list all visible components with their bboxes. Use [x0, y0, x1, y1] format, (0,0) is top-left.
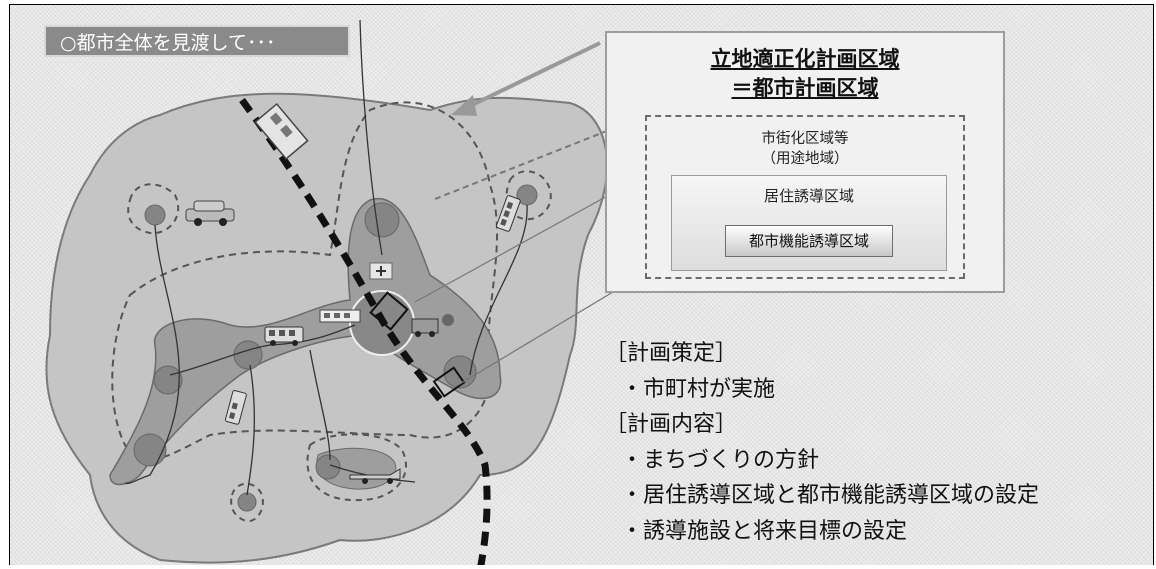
connector-arrow-head: [451, 95, 477, 116]
content-item: ・まちづくりの方針: [621, 447, 820, 473]
car-icon: [185, 200, 235, 226]
title-tag: ○都市全体を見渡して･･･: [44, 25, 350, 57]
transit-line: [469, 204, 528, 376]
train-icon: [349, 468, 401, 484]
urban-function-area-box: 都市機能誘導区域: [725, 225, 893, 257]
planning-area-subtitle: ＝都市計画区域: [731, 76, 879, 100]
core-circle: [153, 365, 183, 395]
transit-line: [124, 224, 180, 485]
core-circle: [233, 340, 263, 370]
bus-icon: [264, 326, 304, 346]
transit-line: [309, 349, 331, 461]
city-area-map: [45, 19, 679, 565]
truck-icon: [411, 318, 439, 337]
urbanization-area-box: 市街化区域等 （用途地域） 居住誘導区域 都市機能誘導区域: [645, 115, 965, 279]
plan-description: ［計画策定］ ・市町村が実施 ［計画内容］ ・まちづくりの方針 ・居住誘導区域と…: [605, 336, 1153, 549]
station-icon: [369, 291, 409, 331]
core-circle: [237, 492, 257, 512]
transit-line: [169, 324, 356, 376]
urbanization-area-label: 市街化区域等: [761, 131, 849, 147]
planning-area-title: 立地適正化計画区域: [710, 47, 900, 71]
core-circle: [443, 355, 477, 389]
transit-line: [359, 19, 383, 256]
bus-icon: [224, 390, 247, 425]
small-zone-outline: [127, 183, 180, 235]
diagram-frame: ○都市全体を見渡して･･･ 立地適正化計画区域 ＝都市計画区域 市街化区域等 （…: [9, 4, 1154, 565]
content-heading: ［計画内容］: [605, 412, 738, 437]
hospital-icon: [369, 262, 393, 280]
content-item: ・誘導施設と将来目標の設定: [621, 518, 908, 544]
urbanization-area-note: （用途地域）: [761, 151, 849, 167]
small-zone-outline: [306, 433, 407, 502]
planning-area-box: 立地適正化計画区域 ＝都市計画区域 市街化区域等 （用途地域） 居住誘導区域 都…: [605, 31, 1005, 293]
station-icon: [432, 366, 466, 398]
core-circle: [144, 204, 166, 226]
tram-icon: [319, 309, 361, 323]
formulation-heading: ［計画策定］: [605, 341, 738, 366]
railway-line: [239, 97, 491, 565]
connector-arrow: [467, 41, 601, 109]
core-circle: [364, 202, 400, 238]
train-icon: [254, 102, 309, 160]
residential-area-box: 居住誘導区域 都市機能誘導区域: [671, 175, 947, 271]
core-circle: [133, 433, 167, 467]
small-zone-outline: [230, 482, 264, 523]
content-item: ・居住誘導区域と都市機能誘導区域の設定: [621, 483, 1040, 508]
transit-line: [246, 364, 255, 496]
formulation-item: ・市町村が実施: [621, 376, 776, 402]
core-dot: [442, 314, 454, 326]
residential-area-label: 居住誘導区域: [763, 187, 854, 205]
bus-icon: [496, 195, 521, 232]
core-circle: [315, 454, 341, 480]
